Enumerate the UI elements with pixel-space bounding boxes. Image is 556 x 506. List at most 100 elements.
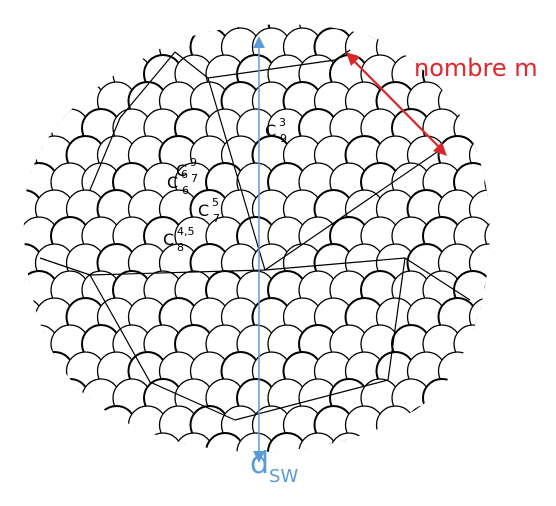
edge-count-label: nombre m bbox=[414, 54, 538, 82]
atom-sphere bbox=[0, 0, 12, 12]
atom-sphere bbox=[532, 352, 556, 390]
atom-sphere bbox=[36, 460, 74, 498]
atom-sphere bbox=[284, 0, 322, 12]
atom-sphere bbox=[253, 0, 291, 12]
atom-sphere bbox=[50, 24, 90, 40]
atom-sphere bbox=[50, 378, 90, 418]
atom-sphere bbox=[0, 244, 12, 282]
atom-sphere bbox=[65, 27, 106, 67]
atom-sphere bbox=[23, 162, 28, 202]
atom-sphere bbox=[205, 432, 245, 453]
atom-sphere bbox=[516, 433, 554, 471]
atom-sphere bbox=[468, 405, 490, 445]
atom-sphere bbox=[0, 298, 12, 336]
diameter-label-subscript: SW bbox=[269, 466, 299, 487]
atom-sphere bbox=[23, 108, 28, 148]
atom-sphere bbox=[437, 405, 478, 445]
atom-sphere bbox=[23, 405, 44, 445]
atom-sphere bbox=[377, 460, 415, 498]
atom-sphere bbox=[315, 0, 353, 12]
atom-sphere bbox=[532, 460, 556, 498]
atom-sphere bbox=[501, 82, 539, 120]
svg-text:7: 7 bbox=[213, 212, 220, 225]
atom-sphere bbox=[532, 244, 556, 282]
atom-sphere bbox=[23, 27, 44, 67]
atom-sphere bbox=[23, 351, 44, 391]
atom-sphere bbox=[501, 352, 539, 390]
atom-sphere bbox=[34, 27, 75, 67]
atom-sphere bbox=[501, 406, 539, 444]
atom-sphere bbox=[5, 0, 43, 12]
atom-sphere bbox=[391, 432, 431, 453]
site-label-c93: C 3 9 bbox=[265, 116, 287, 145]
center-facet-lower bbox=[39, 257, 471, 301]
site-label-c845: C 4,5 8 bbox=[163, 225, 195, 254]
atom-sphere bbox=[65, 405, 106, 445]
svg-text:7: 7 bbox=[191, 172, 198, 185]
atom-sphere bbox=[360, 432, 400, 453]
atom-sphere bbox=[391, 24, 431, 40]
atom-sphere bbox=[501, 298, 539, 336]
atom-sphere bbox=[439, 460, 477, 498]
atom-sphere bbox=[23, 432, 28, 453]
atom-sphere bbox=[222, 0, 260, 12]
atom-sphere bbox=[191, 0, 229, 12]
top-square-facet bbox=[174, 49, 351, 79]
atom-sphere bbox=[346, 0, 384, 12]
svg-text:3: 3 bbox=[279, 116, 286, 129]
atom-sphere bbox=[408, 0, 446, 12]
svg-text:C: C bbox=[265, 121, 276, 140]
lower-right-facet bbox=[234, 257, 406, 421]
atom-sphere bbox=[439, 0, 477, 12]
atom-sphere bbox=[23, 54, 28, 94]
atom-sphere bbox=[160, 0, 198, 12]
svg-text:8: 8 bbox=[177, 241, 184, 254]
atom-sphere bbox=[67, 0, 105, 12]
atom-sphere bbox=[23, 297, 44, 337]
atom-sphere bbox=[23, 216, 28, 256]
atom-sphere bbox=[453, 432, 490, 453]
svg-text:4,5: 4,5 bbox=[177, 225, 195, 238]
atom-sphere bbox=[484, 216, 490, 256]
atom-sphere bbox=[5, 460, 43, 498]
diameter-label-base: d bbox=[250, 446, 270, 481]
atom-sphere bbox=[468, 351, 490, 391]
lower-left-facet bbox=[89, 274, 236, 421]
svg-text:C: C bbox=[176, 161, 187, 180]
atom-sphere bbox=[112, 24, 152, 40]
site-label-c97: C 9 7 bbox=[176, 156, 198, 185]
atom-sphere bbox=[34, 405, 75, 445]
atom-sphere bbox=[96, 405, 137, 445]
atom-sphere bbox=[81, 24, 121, 40]
atom-sphere bbox=[484, 378, 490, 418]
atom-sphere bbox=[422, 24, 462, 40]
facet-outline bbox=[39, 49, 471, 421]
atom-sphere bbox=[532, 136, 556, 174]
atom-sphere bbox=[160, 460, 198, 498]
atom-sphere bbox=[315, 460, 353, 498]
atom-sphere bbox=[0, 190, 12, 228]
svg-text:9: 9 bbox=[190, 156, 197, 169]
atom-sphere bbox=[484, 270, 490, 310]
atom-sphere bbox=[532, 406, 556, 444]
atom-sphere bbox=[96, 27, 137, 67]
atom-sphere bbox=[516, 379, 554, 417]
diameter-arrow bbox=[253, 36, 265, 463]
atom-sphere bbox=[484, 162, 490, 202]
atom-sphere bbox=[23, 432, 59, 453]
atom-sphere bbox=[112, 432, 152, 453]
atom-sphere bbox=[81, 432, 121, 453]
atom-sphere bbox=[23, 81, 44, 121]
site-labels: C 9 7 C 6 6 C 5 7 C 4,5 8 C 3 9 bbox=[163, 116, 287, 254]
atom-sphere bbox=[501, 244, 539, 282]
atom-sphere bbox=[129, 460, 167, 498]
atom-sphere bbox=[23, 378, 59, 418]
atom-sphere bbox=[408, 460, 446, 498]
diameter-label: dSW bbox=[250, 446, 299, 487]
atom-sphere bbox=[23, 270, 28, 310]
atom-sphere bbox=[501, 0, 539, 12]
atom-sphere bbox=[23, 54, 59, 94]
atom-sphere bbox=[129, 0, 167, 12]
atom-sphere bbox=[532, 190, 556, 228]
